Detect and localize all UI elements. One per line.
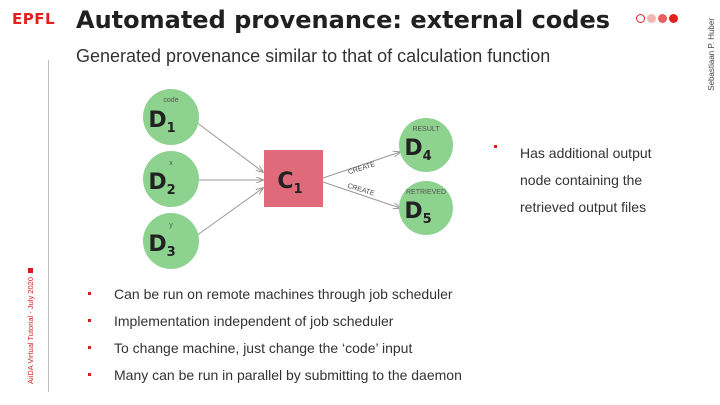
edge-label-create-result: CREATE bbox=[347, 161, 376, 176]
node-label-x: x bbox=[169, 160, 173, 167]
epfl-logo: EPFL bbox=[12, 10, 56, 28]
node-index: 4 bbox=[423, 149, 432, 164]
bullet-text: Many can be run in parallel by submittin… bbox=[114, 367, 462, 383]
svg-text:D4: D4 bbox=[404, 136, 431, 164]
data-node-d4: RESULT D4 bbox=[399, 118, 453, 172]
bullet-text: Implementation independent of job schedu… bbox=[114, 313, 394, 329]
node-index: 2 bbox=[167, 183, 176, 198]
node-letter: D bbox=[148, 108, 166, 133]
edge-c1-d4 bbox=[322, 152, 400, 179]
data-node-d3: y D3 bbox=[143, 213, 199, 269]
svg-text:D1: D1 bbox=[148, 108, 175, 136]
bullet-item: Implementation independent of job schedu… bbox=[88, 309, 462, 336]
edge-label-create-retrieved: CREATE bbox=[346, 183, 375, 198]
node-label-retrieved: RETRIEVED bbox=[406, 189, 446, 196]
bullet-text: To change machine, just change the ‘code… bbox=[114, 340, 413, 356]
edge-d1-c1 bbox=[195, 121, 263, 172]
bullet-marker-icon bbox=[88, 373, 91, 376]
slide-subtitle: Generated provenance similar to that of … bbox=[76, 46, 551, 66]
node-label-code: code bbox=[163, 97, 178, 104]
bullet-item: Can be run on remote machines through jo… bbox=[88, 282, 462, 309]
decorative-dots-icon bbox=[636, 14, 678, 23]
svg-text:D2: D2 bbox=[148, 170, 175, 198]
slide-title: Automated provenance: external codes bbox=[76, 6, 611, 34]
svg-text:D5: D5 bbox=[404, 199, 431, 227]
svg-text:D3: D3 bbox=[148, 232, 175, 260]
bullet-marker-icon bbox=[88, 346, 91, 349]
node-letter: D bbox=[404, 199, 422, 224]
edge-d3-c1 bbox=[195, 188, 263, 237]
bullet-list: Can be run on remote machines through jo… bbox=[88, 282, 462, 390]
dot-2 bbox=[647, 14, 656, 23]
node-label-result: RESULT bbox=[412, 126, 440, 133]
node-index: 5 bbox=[423, 212, 432, 227]
bullet-marker-icon bbox=[88, 292, 91, 295]
bullet-marker-icon bbox=[88, 319, 91, 322]
node-letter: C bbox=[277, 169, 293, 194]
node-letter: D bbox=[404, 136, 422, 161]
bullet-item: To change machine, just change the ‘code… bbox=[88, 336, 462, 363]
data-node-d5: RETRIEVED D5 bbox=[399, 181, 453, 235]
node-letter: D bbox=[148, 170, 166, 195]
edge-c1-d5 bbox=[322, 181, 400, 208]
svg-text:C1: C1 bbox=[277, 169, 302, 197]
data-node-d2: x D2 bbox=[143, 151, 199, 207]
side-note: Has additional output node containing th… bbox=[494, 140, 674, 221]
node-index: 1 bbox=[167, 121, 176, 136]
bullet-item: Many can be run in parallel by submittin… bbox=[88, 363, 462, 390]
left-divider bbox=[48, 60, 49, 392]
data-node-d1: code D1 bbox=[143, 89, 199, 145]
dot-3 bbox=[658, 14, 667, 23]
bullet-text: Can be run on remote machines through jo… bbox=[114, 286, 453, 302]
calc-node-c1: C1 bbox=[264, 150, 323, 207]
bullet-marker-icon bbox=[494, 145, 497, 148]
side-note-text: Has additional output node containing th… bbox=[520, 145, 652, 215]
dot-1 bbox=[636, 14, 645, 23]
node-index: 3 bbox=[167, 245, 176, 260]
dot-4 bbox=[669, 14, 678, 23]
node-index: 1 bbox=[294, 182, 303, 197]
node-label-y: y bbox=[169, 222, 173, 229]
node-letter: D bbox=[148, 232, 166, 257]
